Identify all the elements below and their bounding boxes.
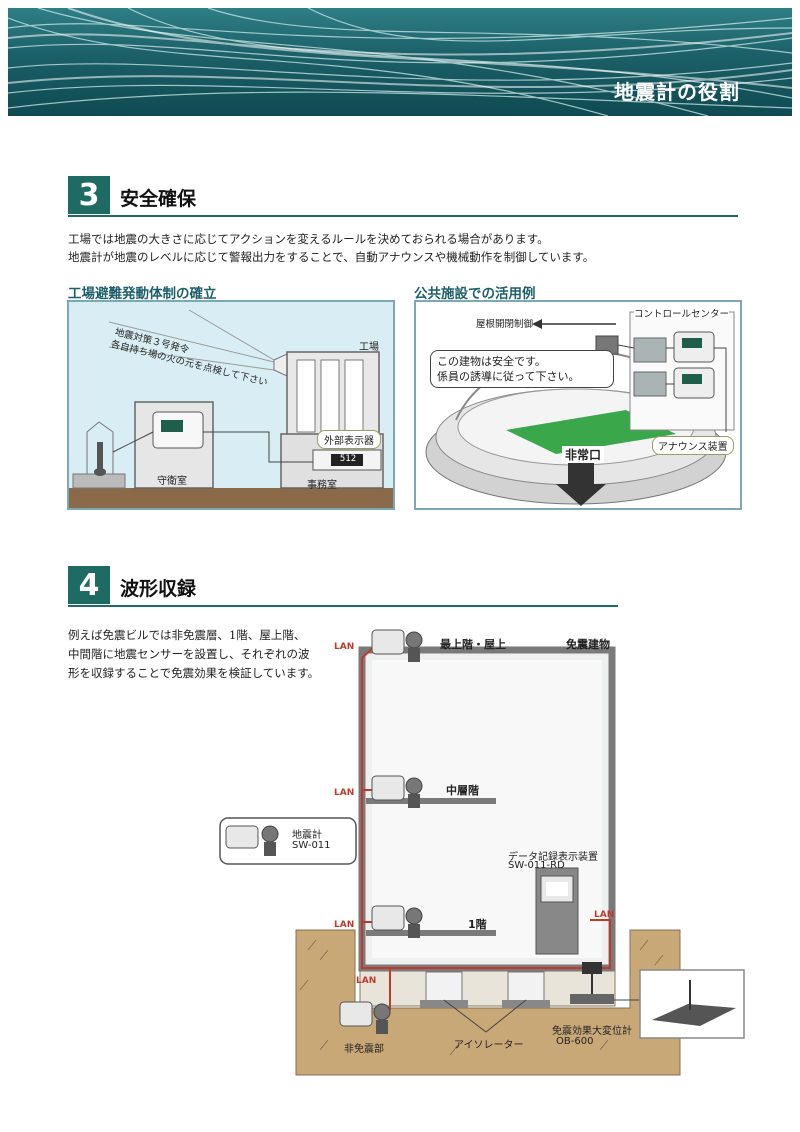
roof-control-label: 屋根開閉制御 xyxy=(476,319,534,330)
description-line: 中間階に地震センサーを設置し、それぞれの波 xyxy=(68,647,310,661)
section-title: 波形収録 xyxy=(120,578,197,600)
seismometer-icon xyxy=(371,775,423,808)
external-display-label: 外部表示器 xyxy=(317,430,381,449)
emergency-exit-label: 非常口 xyxy=(562,446,605,463)
first-floor-label: 1階 xyxy=(468,918,487,931)
non-isolated-label: 非免震部 xyxy=(344,1044,384,1055)
factory-illustration xyxy=(69,309,393,508)
displacement-model: OB-600 xyxy=(556,1036,594,1047)
office-label: 事務室 xyxy=(307,480,337,491)
message-line: 係員の誘導に従って下さい。 xyxy=(437,370,580,383)
stadium-illustration xyxy=(425,311,735,506)
section-number-badge: 3 xyxy=(68,176,110,214)
safety-message-bubble: この建物は安全です。 係員の誘導に従って下さい。 xyxy=(430,350,614,388)
subsection-title: 公共施設での活用例 xyxy=(414,286,536,302)
seismometer-model: SW-011 xyxy=(292,840,331,851)
seismometer-icon xyxy=(371,905,423,938)
control-center-label: コントロールセンター xyxy=(634,306,730,320)
lan-label: LAN xyxy=(594,910,615,920)
building-label: 免震建物 xyxy=(566,638,610,651)
seismometer-icon xyxy=(339,1001,391,1034)
section-divider xyxy=(68,215,738,217)
displacement-label: 免震効果大変位計 xyxy=(552,1026,632,1037)
factory-label: 工場 xyxy=(359,342,379,353)
message-line: この建物は安全です。 xyxy=(437,355,546,368)
page-title: 地震計の役割 xyxy=(614,80,740,104)
section-description: 工場では地震の大きさに応じてアクションを変えるルールを決めておられる場合がありま… xyxy=(68,230,738,266)
section-title: 安全確保 xyxy=(120,188,197,210)
lan-label: LAN xyxy=(334,788,355,798)
description-line: 形を収録することで免震効果を検証しています。 xyxy=(68,666,320,680)
description-line: 例えば免震ビルでは非免震層、1階、屋上階、 xyxy=(68,628,306,642)
seismometer-icon xyxy=(371,629,423,662)
announce-device-label: アナウンス装置 xyxy=(652,436,734,455)
subsection-title: 工場避難発動体制の確立 xyxy=(68,286,217,302)
lan-label: LAN xyxy=(334,920,355,930)
lan-label: LAN xyxy=(356,976,377,986)
section-number-badge: 4 xyxy=(68,566,110,604)
header-banner xyxy=(8,8,792,116)
recorder-label: データ記録表示装置 xyxy=(508,852,598,863)
description-line: 工場では地震の大きさに応じてアクションを変えるルールを決めておられる場合がありま… xyxy=(68,232,549,246)
recorder-model: SW-011-RD xyxy=(508,860,565,871)
stadium-diagram: 屋根開閉制御 コントロールセンター この建物は安全です。 係員の誘導に従って下さ… xyxy=(414,300,742,510)
top-floor-label: 最上階・屋上 xyxy=(440,638,506,651)
guard-room-label: 守衛室 xyxy=(157,476,187,487)
display-digits: 512 xyxy=(339,454,357,464)
middle-floor-label: 中層階 xyxy=(446,784,479,797)
section-divider xyxy=(68,605,618,607)
isolator-label: アイソレーター xyxy=(454,1040,524,1051)
fiber-pattern xyxy=(8,8,792,116)
lan-label: LAN xyxy=(334,642,355,652)
description-line: 地震計が地震のレベルに応じて警報出力をすることで、自動アナウンスや機械動作を制御… xyxy=(68,250,595,264)
factory-diagram: 地震対策３号発令 各自持ち場の火の元を点検して下さい 工場 外部表示器 512 … xyxy=(67,300,395,510)
seismometer-label: 地震計 xyxy=(292,830,322,841)
section-description: 例えば免震ビルでは非免震層、1階、屋上階、 中間階に地震センサーを設置し、それぞ… xyxy=(68,626,328,683)
